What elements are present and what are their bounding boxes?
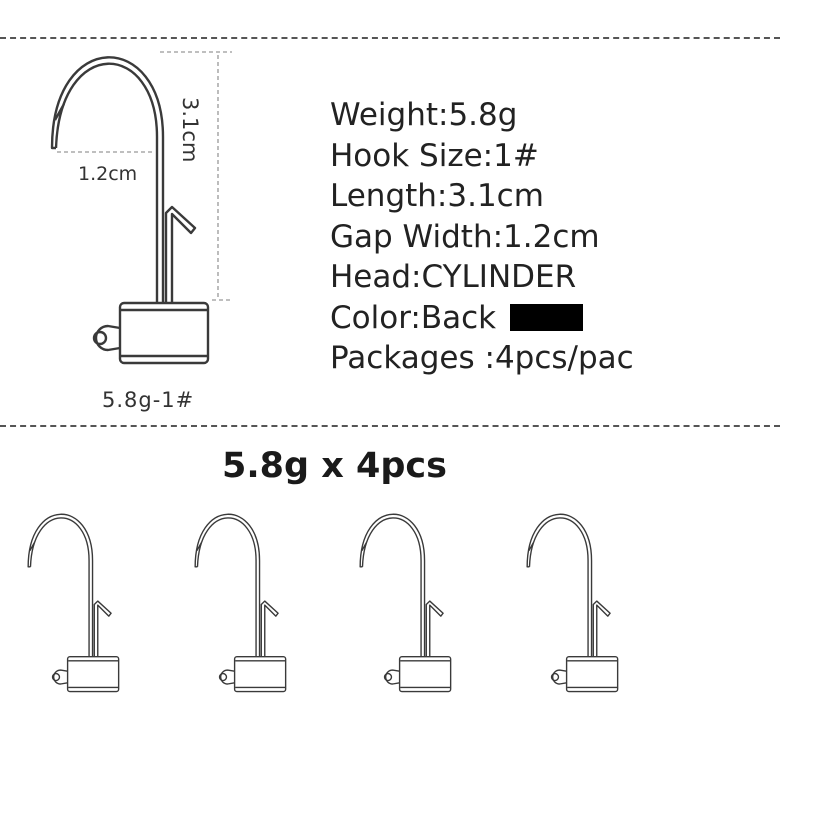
- model-label: 5.8g-1#: [102, 388, 194, 412]
- spec-gap-width: Gap Width:1.2cm: [330, 218, 600, 255]
- spec-hook-size: Hook Size:1#: [330, 137, 539, 174]
- package-hook-2: [194, 513, 287, 693]
- package-hook-4: [526, 513, 619, 693]
- dimension-lines: [57, 51, 232, 301]
- spec-length: Length:3.1cm: [330, 178, 544, 214]
- spec-weight: Weight:5.8g: [330, 97, 518, 133]
- color-swatch: [510, 303, 584, 331]
- top-divider: [0, 37, 780, 39]
- middle-divider: [0, 425, 780, 427]
- package-hook-3: [359, 513, 452, 693]
- package-title: 5.8g x 4pcs: [222, 446, 447, 486]
- spec-packages: Packages :4pcs/pac: [330, 340, 634, 376]
- spec-head: Head:CYLINDER: [330, 259, 577, 295]
- spec-color: Color:Back: [330, 299, 497, 336]
- package-hooks: [27, 513, 619, 693]
- spec-list: Weight:5.8g Hook Size:1# Length:3.1cm Ga…: [330, 95, 634, 379]
- package-hook-1: [27, 513, 120, 693]
- gap-label: 1.2cm: [78, 163, 137, 185]
- length-label: 3.1cm: [178, 97, 202, 162]
- spec-color-row: Color:Back: [330, 298, 634, 339]
